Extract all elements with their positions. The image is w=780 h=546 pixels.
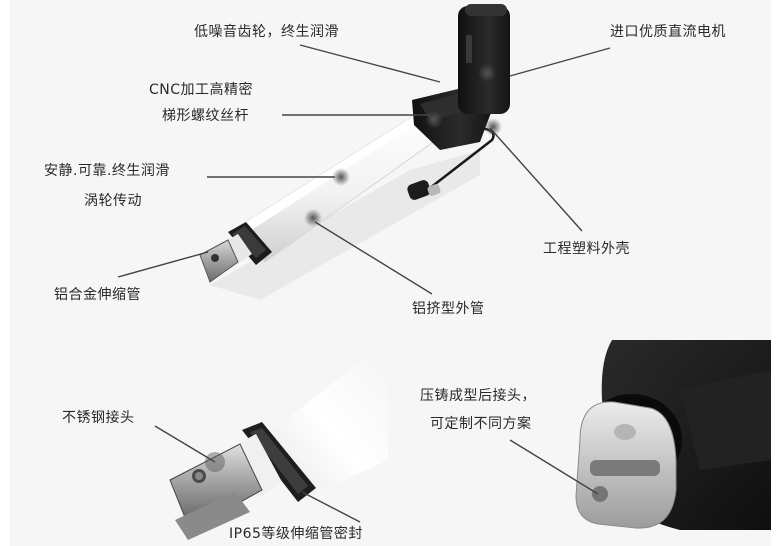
rod-end-closeup xyxy=(154,340,388,540)
callout-outer-tube: 铝挤型外管 xyxy=(412,301,485,317)
callout-stainless-joint: 不锈钢接头 xyxy=(62,410,135,426)
feature-diagram: 低噪音齿轮，终生润滑 进口优质直流电机 CNC加工高精密 梯形螺纹丝杆 安静.可… xyxy=(10,0,771,546)
callout-screw-line1: CNC加工高精密 xyxy=(149,82,254,98)
callout-worm-line1: 安静.可靠.终生润滑 xyxy=(44,163,170,179)
callout-rear-joint-line1: 压铸成型后接头， xyxy=(420,388,536,404)
callout-rear-joint-line2: 可定制不同方案 xyxy=(430,416,532,432)
actuator-illustration xyxy=(117,4,611,300)
callout-shell: 工程塑料外壳 xyxy=(543,241,630,257)
callout-gear: 低噪音齿轮，终生润滑 xyxy=(194,24,339,40)
callout-motor: 进口优质直流电机 xyxy=(610,24,726,40)
callout-ip65-seal: IP65等级伸缩管密封 xyxy=(229,526,363,542)
callout-worm-line2: 涡轮传动 xyxy=(84,193,142,209)
rear-joint-closeup xyxy=(509,340,771,530)
callout-screw-line2: 梯形螺纹丝杆 xyxy=(162,108,249,124)
callout-inner-tube: 铝合金伸缩管 xyxy=(54,287,141,303)
